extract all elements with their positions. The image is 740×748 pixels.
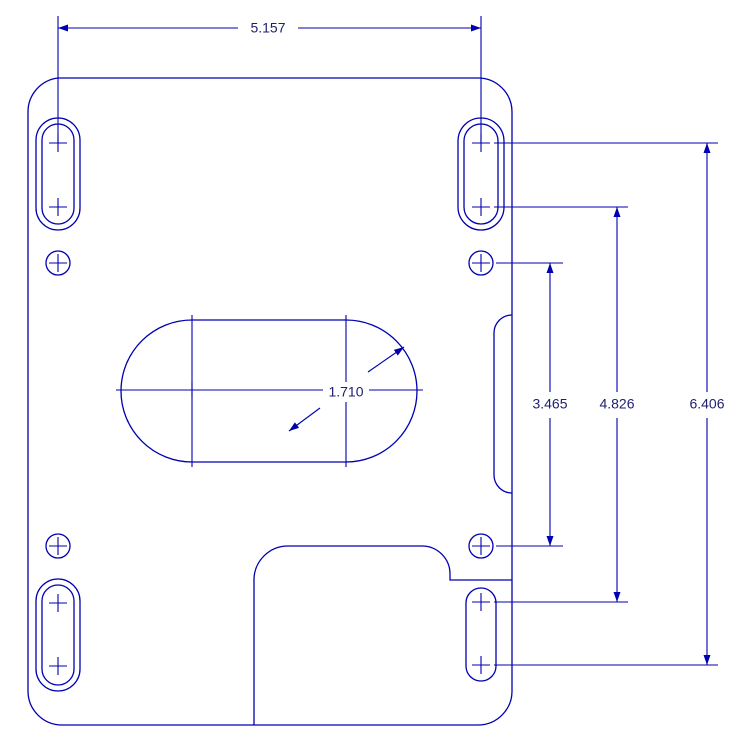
hole-spacing-outer-label: 6.406 — [689, 396, 724, 412]
overall-width-label: 5.157 — [250, 20, 285, 36]
hole-spacing-inner-dimension: 3.465 — [496, 262, 568, 547]
hole-lower-right — [468, 533, 494, 559]
overall-width-dimension: 5.157 — [57, 16, 482, 143]
hole-spacing-middle-dimension: 4.826 — [494, 206, 635, 603]
edge-recess — [493, 314, 513, 494]
slot-bottom-left — [35, 578, 81, 692]
hole-spacing-middle-label: 4.826 — [599, 396, 634, 412]
hole-spacing-outer-dimension: 6.406 — [494, 142, 725, 666]
slot-diameter-label: 1.710 — [328, 384, 363, 400]
hole-spacing-inner-label: 3.465 — [532, 396, 567, 412]
center-slot — [116, 315, 423, 467]
bottom-cutout — [253, 545, 512, 725]
plate-outline — [27, 77, 513, 726]
hole-lower-left — [45, 533, 71, 559]
slot-diameter-dimension: 1.710 — [288, 346, 405, 432]
hole-upper-left — [45, 250, 71, 276]
slot-bottom-right — [465, 587, 497, 682]
hole-upper-right — [468, 250, 494, 276]
